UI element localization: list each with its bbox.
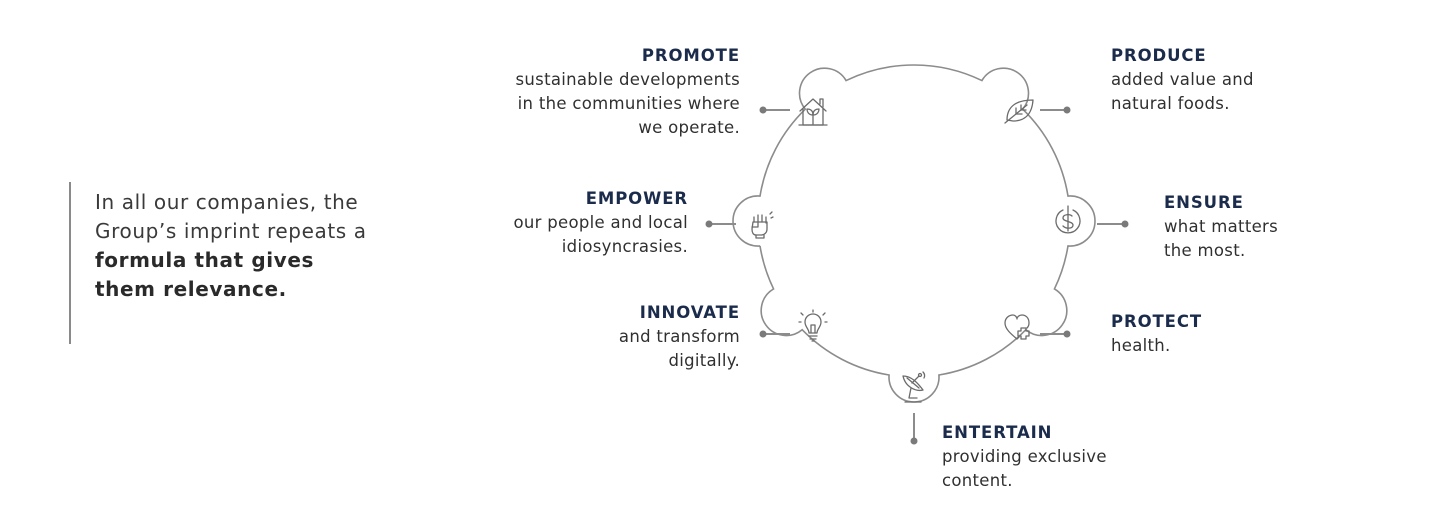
item-ensure: ENSURE what matters the most. xyxy=(1164,191,1278,263)
item-title: ENSURE xyxy=(1164,193,1244,212)
item-description: sustainable developments in the communit… xyxy=(515,70,740,137)
connector-dot-promote xyxy=(759,106,767,114)
connector-dot-entertain xyxy=(910,437,918,445)
leaf-icon xyxy=(1004,99,1034,124)
item-produce: PRODUCE added value and natural foods. xyxy=(1111,44,1254,116)
item-title: EMPOWER xyxy=(585,189,688,208)
item-title: PROTECT xyxy=(1111,312,1203,331)
item-description: added value and natural foods. xyxy=(1111,70,1254,113)
house-sprout-icon xyxy=(798,98,828,126)
connector-dot-ensure xyxy=(1121,220,1129,228)
item-innovate: INNOVATE and transform digitally. xyxy=(619,301,740,373)
connector-dot-empower xyxy=(705,220,713,228)
light-bulb-icon xyxy=(798,309,828,342)
item-entertain: ENTERTAIN providing exclusive content. xyxy=(942,421,1107,493)
item-title: PROMOTE xyxy=(641,46,740,65)
satellite-dish-icon xyxy=(902,371,926,403)
item-promote: PROMOTE sustainable developments in the … xyxy=(516,44,740,140)
connector-layer xyxy=(705,106,1129,445)
heart-plus-icon xyxy=(1004,314,1030,340)
item-description: and transform digitally. xyxy=(618,327,740,370)
item-description: health. xyxy=(1111,336,1171,355)
item-title: ENTERTAIN xyxy=(942,423,1053,442)
item-description: providing exclusive content. xyxy=(942,447,1107,490)
intro-quote: In all our companies, the Group’s imprin… xyxy=(69,182,369,344)
item-description: our people and local idiosyncrasies. xyxy=(513,213,688,256)
item-description: what matters the most. xyxy=(1164,217,1279,260)
connector-dot-innovate xyxy=(759,330,767,338)
item-title: INNOVATE xyxy=(639,303,740,322)
cycle-ring xyxy=(732,64,1096,403)
connector-dot-protect xyxy=(1063,330,1071,338)
dollar-coin-icon xyxy=(1055,205,1081,234)
intro-emphasis: formula that gives them relevance. xyxy=(95,248,314,301)
intro-text: In all our companies, the Group’s imprin… xyxy=(95,182,369,304)
item-empower: EMPOWER our people and local idiosyncras… xyxy=(514,187,689,259)
intro-lead: In all our companies, the Group’s imprin… xyxy=(95,190,367,243)
item-protect: PROTECT health. xyxy=(1111,310,1202,358)
raised-fist-icon xyxy=(751,211,774,239)
connector-dot-produce xyxy=(1063,106,1071,114)
item-title: PRODUCE xyxy=(1111,46,1207,65)
